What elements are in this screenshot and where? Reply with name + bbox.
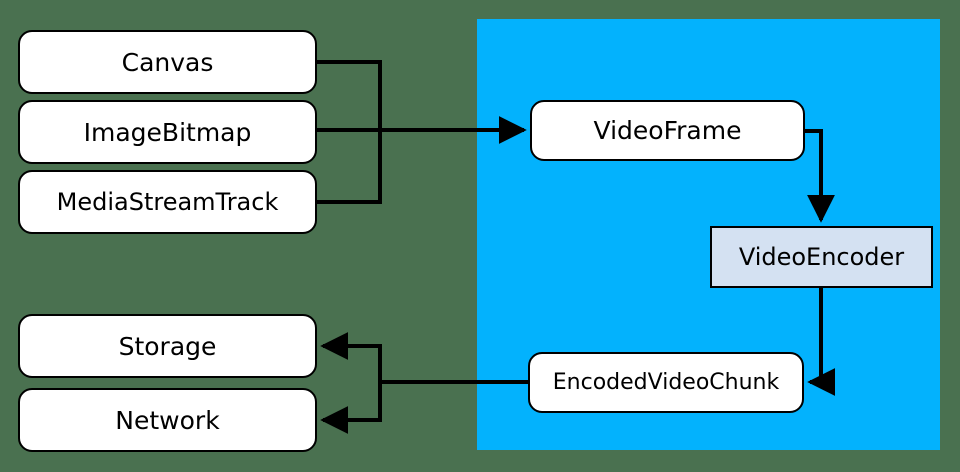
edge-videoencoder-to-encodedvideochunk (807, 288, 836, 396)
node-canvas[interactable]: Canvas (18, 30, 317, 94)
node-videoencoder-label: VideoEncoder (738, 243, 905, 271)
node-mediastreamtrack[interactable]: MediaStreamTrack (18, 170, 317, 234)
edge-outputs-to-storage (320, 332, 382, 382)
node-storage[interactable]: Storage (18, 314, 317, 378)
edge-canvas-to-videoframe (317, 60, 382, 130)
node-imagebitmap-label: ImageBitmap (83, 117, 252, 147)
node-encodedvideochunk[interactable]: EncodedVideoChunk (528, 352, 804, 413)
node-videoframe-label: VideoFrame (593, 116, 742, 145)
node-network-label: Network (115, 405, 220, 435)
edge-mediastreamtrack-to-videoframe (317, 130, 382, 204)
edge-outputs-to-network (320, 382, 382, 434)
node-network[interactable]: Network (18, 388, 317, 452)
node-storage-label: Storage (118, 331, 217, 361)
node-canvas-label: Canvas (121, 47, 214, 77)
node-encodedvideochunk-label: EncodedVideoChunk (552, 369, 780, 395)
node-videoframe[interactable]: VideoFrame (530, 100, 805, 161)
node-mediastreamtrack-label: MediaStreamTrack (56, 188, 279, 216)
node-videoencoder[interactable]: VideoEncoder (710, 226, 933, 288)
edge-videoframe-to-videoencoder (805, 129, 835, 223)
node-imagebitmap[interactable]: ImageBitmap (18, 100, 317, 164)
